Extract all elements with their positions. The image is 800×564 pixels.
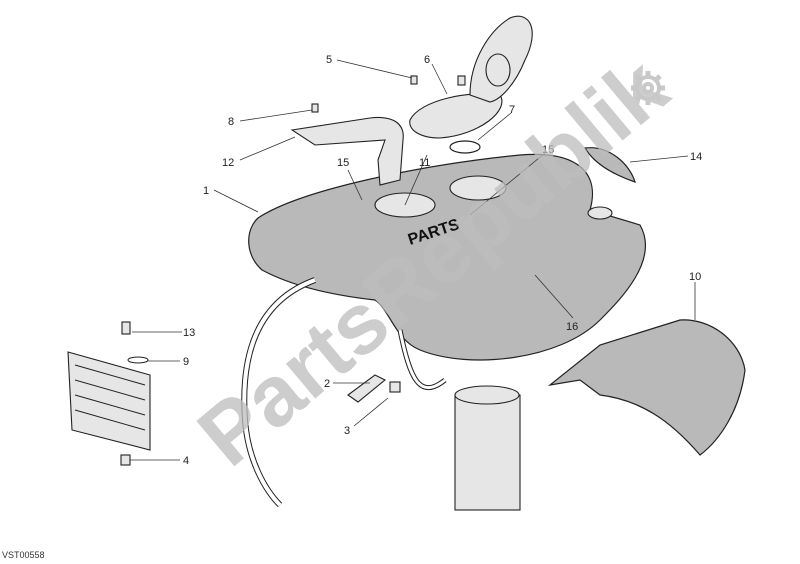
- callout-12: 12: [222, 157, 234, 169]
- screw-5: [410, 75, 418, 85]
- valve-2: [347, 374, 387, 403]
- callout-1: 1: [203, 185, 209, 197]
- callout-9: 9: [183, 356, 189, 368]
- nut-3: [389, 381, 401, 393]
- canister-top: [454, 385, 520, 405]
- callout-15a: 15: [337, 157, 349, 169]
- callout-15b: 15: [542, 144, 554, 156]
- clip-9: [127, 356, 149, 364]
- callout-8: 8: [228, 116, 234, 128]
- filler-recess: [449, 175, 507, 201]
- callout-4: 4: [183, 455, 189, 467]
- cap-pin: [457, 75, 466, 86]
- callout-3: 3: [344, 425, 350, 437]
- tank-mount-ear: [587, 206, 613, 220]
- grille-slats: [74, 364, 146, 431]
- callout-6: 6: [424, 54, 430, 66]
- screw-8: [311, 103, 319, 113]
- callout-2: 2: [324, 378, 330, 390]
- cover-trim: [584, 147, 636, 183]
- filler-cap-base: [409, 93, 503, 139]
- bolt-13: [121, 321, 131, 335]
- diagram-code: VST00558: [2, 550, 45, 560]
- canister: [454, 394, 521, 511]
- callout-10: 10: [689, 271, 701, 283]
- o-ring: [449, 140, 481, 154]
- callout-7: 7: [509, 104, 515, 116]
- callout-14: 14: [690, 151, 702, 163]
- gear-icon: [631, 71, 665, 105]
- screw-4: [120, 454, 131, 466]
- callout-16: 16: [566, 321, 578, 333]
- callout-5: 5: [326, 54, 332, 66]
- callout-13: 13: [183, 327, 195, 339]
- bracket: [290, 116, 404, 186]
- callout-11: 11: [419, 157, 430, 169]
- leader-lines: [130, 59, 696, 461]
- cap-lock: [485, 53, 511, 87]
- seat-pad: [547, 319, 746, 456]
